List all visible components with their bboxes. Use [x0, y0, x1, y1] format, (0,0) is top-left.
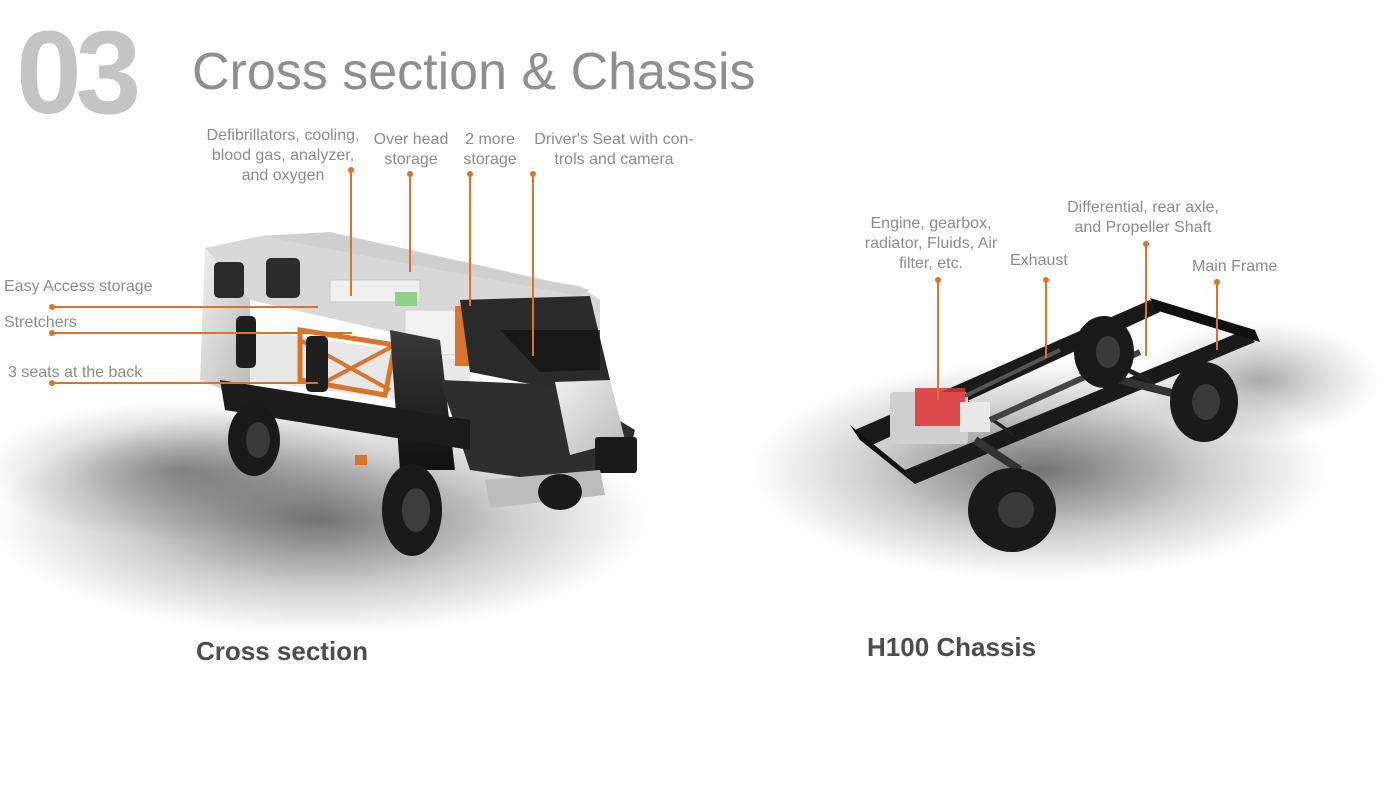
callout-rear-seats: 3 seats at the back	[8, 364, 143, 381]
callout-exhaust: Exhaust	[1010, 252, 1068, 269]
callout-medical-equipment: Defibrillators, cooling, blood gas, anal…	[206, 127, 360, 184]
van-cutaway-illustration	[200, 232, 637, 556]
van-leader-dots	[49, 167, 536, 386]
callout-stretchers: Stretchers	[4, 314, 77, 331]
chassis-shadow	[750, 320, 1380, 580]
caption-cross-section: Cross section	[196, 636, 368, 666]
caption-chassis: H100 Chassis	[867, 632, 1037, 662]
callout-differential: Differential, rear axle, and Propeller S…	[1067, 199, 1219, 236]
section-number: 03	[16, 7, 141, 139]
chassis-leader-dots	[935, 241, 1220, 285]
callout-main-frame: Main Frame	[1192, 258, 1278, 275]
callout-overhead-storage: Over head storage	[373, 131, 449, 168]
van-leader-lines	[52, 170, 534, 384]
callout-easy-access-storage: Easy Access storage	[4, 278, 153, 295]
callout-drivers-seat: Driver's Seat with con- trols and camera	[534, 131, 694, 168]
chassis-leader-lines	[937, 244, 1218, 400]
callout-engine: Engine, gearbox, radiator, Fluids, Air f…	[864, 215, 998, 272]
callout-more-storage: 2 more storage	[463, 131, 517, 168]
page-title: Cross section & Chassis	[192, 43, 756, 101]
chassis-illustration	[850, 298, 1260, 552]
